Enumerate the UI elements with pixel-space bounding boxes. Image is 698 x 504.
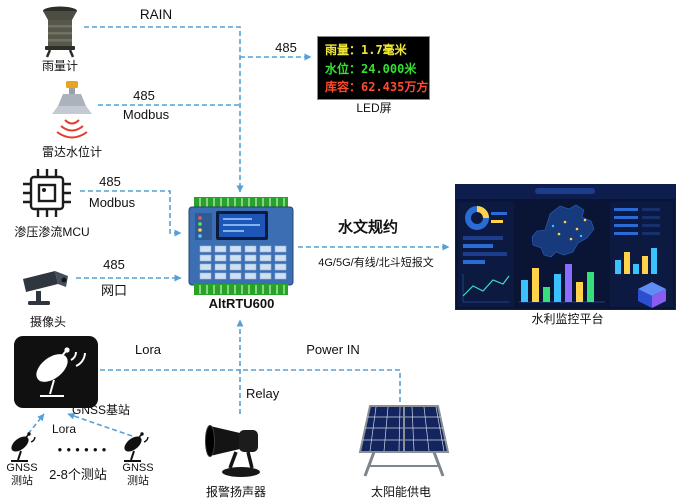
speaker-label: 报警扬声器 (205, 485, 266, 499)
edge-camera-485-label: 485 (103, 257, 125, 272)
led-display: 雨量：1.7毫米水位：24.000米库容：62.435万方 (317, 36, 430, 100)
platform-label: 水利监控平台 (531, 312, 604, 326)
led-row: 水位：24.000米 (325, 61, 417, 76)
edge-uplink-label: 4G/5G/有线/北斗短报文 (318, 257, 434, 269)
gnss-station-left-label: GNSS 测站 (6, 462, 38, 487)
edge-lora-stations-label: Lora (51, 422, 77, 436)
led-screen-label: LED屏 (356, 101, 392, 115)
edge-camera-lan-label: 网口 (100, 283, 127, 298)
radar-level-meter-icon (46, 80, 98, 144)
edge-led-485-label: 485 (275, 40, 297, 55)
edge-radar-485-label: 485 (133, 88, 155, 103)
edge-lora-base-label: Lora (134, 342, 162, 357)
edge-relay-label: Relay (246, 386, 280, 401)
solar-label: 太阳能供电 (370, 485, 431, 499)
solar-panel-icon (350, 402, 452, 482)
station-count-label: 2-8个测站 (49, 467, 107, 482)
rain-gauge-label: 雨量计 (41, 59, 78, 73)
alarm-speaker-icon (202, 414, 268, 484)
station-dots: ●●●●●● (57, 445, 111, 454)
led-row: 库容：62.435万方 (325, 80, 429, 95)
edge-mcu-485-label: 485 (99, 174, 121, 189)
led-row: 雨量：1.7毫米 (325, 43, 407, 57)
radar-level-label: 雷达水位计 (41, 145, 102, 159)
edge-mcu-modbus-label: Modbus (88, 195, 136, 210)
camera-icon (18, 266, 74, 312)
led-rows: 雨量：1.7毫米水位：24.000米库容：62.435万方 (325, 41, 429, 97)
platform-dashboard (455, 184, 676, 310)
gnss-base-station-icon (14, 336, 98, 408)
edge-radar-modbus-label: Modbus (122, 107, 170, 122)
edge-power-in-label: Power IN (306, 342, 360, 357)
mcu-chip-icon (18, 164, 76, 222)
rtu-label: AltRTU600 (208, 296, 275, 311)
edge-rain-label: RAIN (139, 7, 173, 22)
rain-gauge-icon (36, 4, 84, 58)
gnss-station-right-icon (118, 430, 154, 464)
gnss-base-label: GNSS基站 (72, 403, 131, 417)
edge-protocol-label: 水文规约 (337, 219, 398, 236)
rtu-device (186, 196, 296, 296)
camera-label: 摄像头 (29, 315, 66, 329)
mcu-label: 渗压渗流MCU (14, 225, 90, 239)
gnss-station-left-icon (6, 430, 40, 464)
gnss-station-right-label: GNSS 测站 (122, 462, 154, 487)
